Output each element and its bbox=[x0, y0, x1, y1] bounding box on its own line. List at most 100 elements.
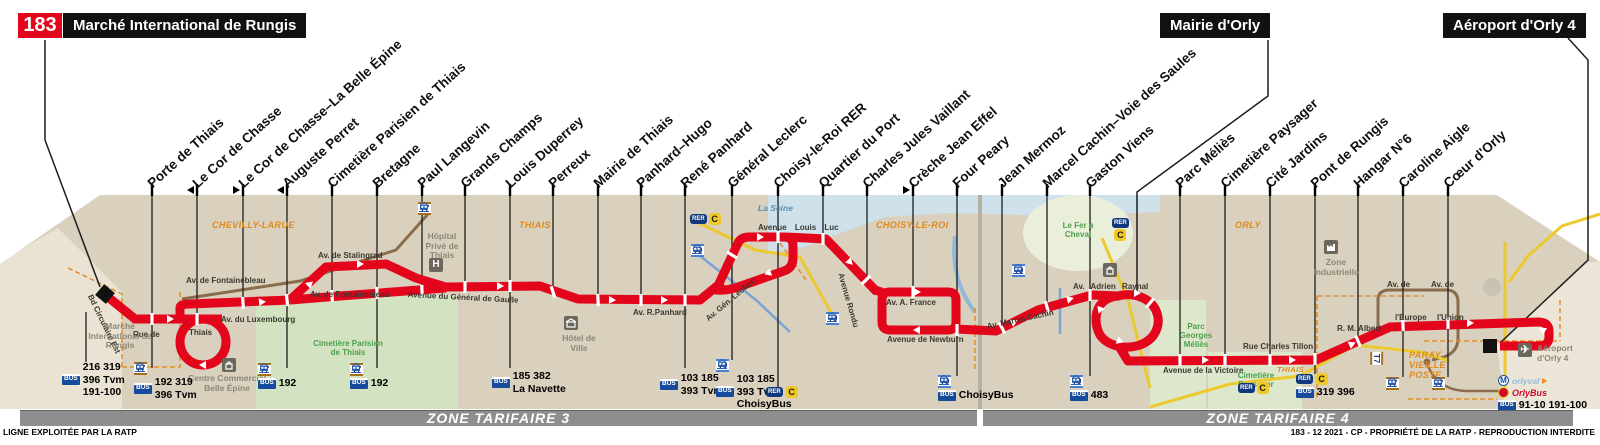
bus-line: 396 Tvm bbox=[154, 388, 197, 401]
t7-badge: T7 bbox=[1370, 351, 1384, 366]
shopping-bag-icon bbox=[222, 358, 236, 372]
bus-icon: BUS bbox=[62, 374, 80, 386]
t9-line-icon: T9 bbox=[826, 312, 840, 325]
connection-general-leclerc: T9 BUS 103 185 393 Tvm ChoisyBus bbox=[716, 359, 792, 411]
poi-label-hotel-de-ville: Hôtel de Ville bbox=[562, 333, 596, 353]
t7-line-icon: T7 bbox=[418, 202, 432, 215]
bus-line: 216 319 bbox=[82, 361, 121, 373]
tram-icon bbox=[717, 359, 727, 369]
poi-label-marche: Marché International de Rungis bbox=[88, 321, 152, 350]
district-label: CHOISY-LE-ROI bbox=[876, 220, 949, 230]
route-direction-arrows bbox=[167, 233, 1547, 369]
bus-icon: BUS bbox=[258, 377, 276, 389]
district-label: PARAY VIEILLE POSTE bbox=[1409, 350, 1446, 380]
rer-c-icon: C bbox=[1315, 373, 1328, 385]
street-label: Avenue Louis Luc bbox=[758, 223, 839, 232]
street-label: Av. de Fontainebleau bbox=[310, 290, 390, 299]
street-label: Rue Charles Tillon bbox=[1243, 342, 1314, 351]
bus-line: La Navette bbox=[512, 382, 566, 395]
street-label: Av. de Stalingrad bbox=[318, 251, 383, 260]
street-label: Avenue de Newburn bbox=[887, 335, 964, 344]
bus-icon: BUS bbox=[660, 379, 678, 390]
street-label: Rue de bbox=[133, 330, 160, 339]
rer-c-icon: C bbox=[785, 386, 798, 398]
orlyval-arrow-icon bbox=[1542, 377, 1548, 384]
tram-icon bbox=[351, 363, 361, 373]
tram-icon bbox=[1013, 264, 1023, 274]
rer-c-icon: C bbox=[1256, 382, 1269, 394]
district-label: THIAIS bbox=[1277, 365, 1304, 374]
rer-c-icon: C bbox=[1114, 229, 1127, 241]
river-label: La Seine bbox=[758, 203, 793, 213]
connection-gaston-viens: T9 BUS 483 bbox=[1070, 375, 1108, 402]
connection-caroline-aigle: T7 bbox=[1386, 377, 1400, 390]
terminus-squares bbox=[95, 284, 1497, 353]
metro-icon: M bbox=[1498, 375, 1509, 386]
street-label: Av. de bbox=[1387, 280, 1411, 289]
rer-icon: RER bbox=[690, 214, 707, 224]
bus-line: ChoisyBus bbox=[958, 389, 1014, 401]
park-label: Le Fer à Cheval bbox=[1062, 221, 1094, 239]
fare-zone-bar-3: ZONE TARIFAIRE 3 bbox=[20, 410, 977, 426]
bus-line: 192 bbox=[370, 377, 389, 389]
connection-bretagne: T7 BUS 192 bbox=[350, 363, 388, 390]
bus-icon: BUS bbox=[134, 383, 152, 394]
connection-coeur-d-orly: T7 bbox=[1432, 377, 1446, 390]
park-label: Cimetière Paysager bbox=[1237, 371, 1275, 389]
connection-louis-duperrey: BUS 185 382 La Navette bbox=[492, 370, 566, 395]
street-label: Av. Adrien Raynal bbox=[1073, 282, 1149, 291]
town-hall-icon bbox=[564, 316, 578, 330]
district-label: THIAIS bbox=[519, 220, 551, 230]
market-icon bbox=[1103, 263, 1117, 277]
hospital-icon: H bbox=[429, 258, 443, 272]
rer-c-station-icon: RER C bbox=[690, 213, 721, 225]
street-label: Avenue de la Victoire bbox=[1163, 366, 1244, 375]
rer-icon: RER bbox=[1112, 218, 1129, 228]
tram-icon bbox=[1387, 377, 1397, 387]
t9-line-icon: T9 bbox=[1012, 264, 1026, 277]
t9-line-icon: T9 bbox=[691, 244, 705, 257]
header-terminus: Aéroport d'Orly 4 bbox=[1443, 13, 1586, 38]
bus-line: 185 382 bbox=[512, 370, 551, 382]
rer-icon: RER bbox=[1296, 374, 1313, 384]
poi-label-hopital: Hôpital Privé de Thiais bbox=[425, 231, 459, 260]
tram-icon bbox=[1433, 377, 1443, 387]
bus-line: 91-10 191-100 bbox=[1518, 399, 1588, 411]
header-branch-terminus: Mairie d'Orly bbox=[1160, 13, 1271, 38]
connection-four-peary: T9 BUS ChoisyBus bbox=[938, 375, 1014, 402]
rer-c-station-icon: RER C bbox=[1112, 218, 1129, 241]
orlyval-label: orlyval bbox=[1512, 375, 1540, 386]
orlybus-label: OrlyBus bbox=[1512, 387, 1548, 398]
bus-line: 192 319 bbox=[154, 376, 193, 388]
bus-icon: BUS bbox=[350, 377, 368, 389]
district-label: ORLY bbox=[1235, 220, 1261, 230]
tram-icon bbox=[135, 362, 145, 372]
connection-auguste-perret: T7 BUS 192 bbox=[258, 363, 296, 390]
plane-icon: ✈ bbox=[1518, 343, 1532, 357]
rer-c-station-icon: RER C bbox=[1238, 382, 1269, 394]
street-label: R. M. Albert bbox=[1337, 324, 1382, 333]
street-label: Av. R.Panhard bbox=[633, 308, 687, 317]
connection-aeroport-orly: M orlyval OrlyBus BUS 91-10 191-100 bbox=[1498, 375, 1587, 412]
stop-ticks bbox=[150, 184, 1450, 196]
bus-line: ChoisyBus bbox=[736, 398, 792, 410]
fare-zone-bar-4: ZONE TARIFAIRE 4 bbox=[983, 410, 1573, 426]
footer-copyright: 183 - 12 2021 - CP - PROPRIÉTÉ DE LA RAT… bbox=[1290, 427, 1595, 437]
bus-icon: BUS bbox=[938, 389, 956, 401]
rer-icon: RER bbox=[1238, 383, 1255, 393]
route-stop-marks bbox=[150, 231, 1450, 366]
bus-line: 103 185 bbox=[680, 372, 719, 384]
connection-pont-de-rungis: RER C BUS 319 396 bbox=[1296, 373, 1355, 399]
park-label: Parc Georges Méliès bbox=[1179, 322, 1213, 349]
connection-rene-panhard: BUS 103 185 393 Tvm bbox=[660, 372, 723, 397]
bus-icon: BUS bbox=[1070, 389, 1088, 401]
bus-line: 191-100 bbox=[82, 386, 122, 398]
tram-icon bbox=[939, 375, 949, 385]
bus-icon: BUS bbox=[716, 386, 734, 398]
header-origin: Marché International de Rungis bbox=[63, 13, 307, 38]
poi-label-aeroport: Aéroport d'Orly 4 bbox=[1537, 343, 1573, 363]
factory-icon bbox=[1324, 240, 1338, 254]
t7-line-icon: T7 bbox=[1370, 351, 1384, 366]
bus-line: 396 Tvm bbox=[82, 373, 125, 386]
